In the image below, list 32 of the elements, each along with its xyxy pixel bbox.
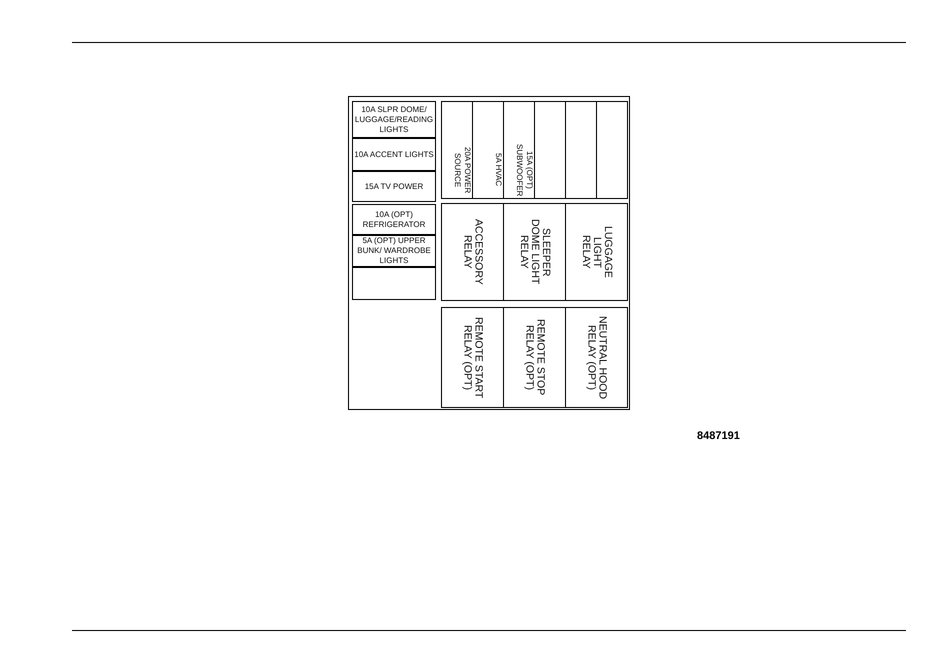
relay-label: LUGGAGE LIGHT RELAY <box>580 225 613 280</box>
relay-label: ACCESSORY RELAY <box>462 219 484 285</box>
fuse-slot <box>534 101 566 199</box>
fuse-label: 5A HVAC <box>493 152 503 187</box>
relay-label: NEUTRAL HOOD RELAY (OPT) <box>586 314 608 402</box>
relay-slot <box>565 203 628 301</box>
relay-slot <box>441 203 504 301</box>
fuse-slot <box>596 101 628 199</box>
fuse-label: 5A (OPT) UPPER BUNK/ WARDROBE LIGHTS <box>356 236 432 266</box>
fuse-label: 10A (OPT) REFRIGERATOR <box>362 210 426 230</box>
fuse-slot <box>503 101 535 199</box>
relay-slot <box>503 307 566 408</box>
fuse-label: 10A ACCENT LIGHTS <box>354 150 434 160</box>
fuse-slot <box>565 101 597 199</box>
fuse-slot <box>352 138 436 171</box>
relay-label: SLEEPER DOME LIGHT RELAY <box>518 219 551 285</box>
relay-slot <box>503 203 566 301</box>
fuse-label: 20A POWER SOURCE <box>452 146 472 196</box>
fuse-label: 10A SLPR DOME/ LUGGAGE/READING LIGHTS <box>354 104 434 134</box>
fuse-slot <box>352 171 436 202</box>
fuse-slot <box>472 101 504 199</box>
fuse-slot <box>441 101 473 199</box>
fuse-panel <box>348 96 630 410</box>
figure-number: 8487191 <box>697 430 740 442</box>
fuse-slot <box>352 204 436 235</box>
fuse-label: 15A (OPT) SUBWOOFER <box>514 142 534 198</box>
fuse-label: 15A TV POWER <box>364 182 424 192</box>
relay-slot <box>441 307 504 408</box>
fuse-slot <box>352 267 436 300</box>
relay-label: REMOTE START RELAY (OPT) <box>462 316 484 400</box>
relay-label: REMOTE STOP RELAY (OPT) <box>524 318 546 398</box>
relay-slot <box>565 307 628 408</box>
